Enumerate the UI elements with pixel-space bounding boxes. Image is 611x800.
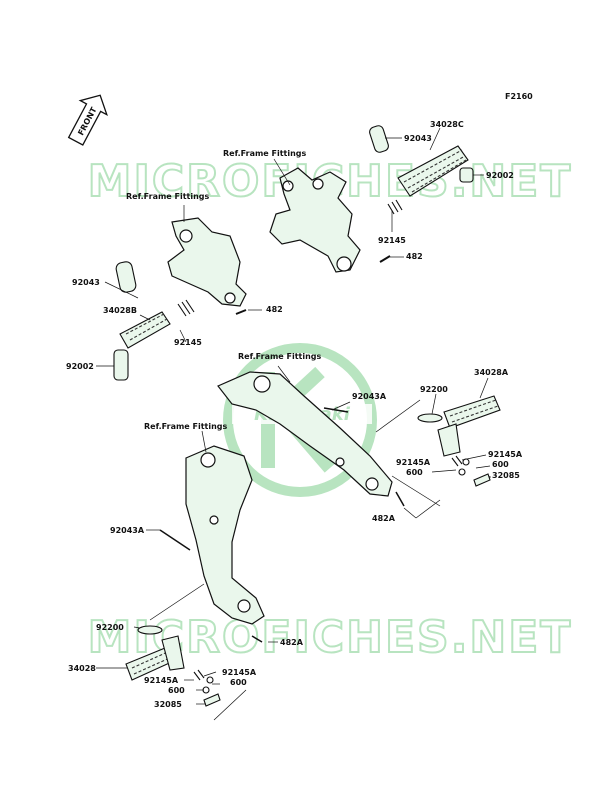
part-label: 600 (406, 468, 423, 477)
part-label: 32085 (154, 700, 182, 709)
peg-rubber-top-right (369, 125, 474, 263)
part-label: 92145 (378, 236, 406, 245)
bracket-bottom-left (185, 445, 265, 625)
part-label: 482A (372, 514, 396, 523)
leader-lines-bottom-left (96, 430, 278, 721)
ref-label-frame-left-bottom: Ref.Frame Fittings (144, 422, 228, 431)
ref-label-frame-left-top: Ref.Frame Fittings (126, 192, 210, 201)
part-label: 34028A (474, 368, 509, 377)
part-label: 482 (266, 305, 283, 314)
part-label: 92043 (404, 134, 432, 143)
part-label: 92200 (96, 623, 124, 632)
part-label: 482A (280, 638, 304, 647)
part-label: 34028 (68, 664, 96, 673)
part-label: 92200 (420, 385, 448, 394)
part-label: 34028C (430, 120, 464, 129)
part-label: 92043A (352, 392, 387, 401)
part-label: 92043 (72, 278, 100, 287)
part-label: 92145A (488, 450, 523, 459)
part-label: 32085 (492, 471, 520, 480)
part-label: 92043A (110, 526, 145, 535)
leader-lines-top-left (96, 205, 262, 367)
part-number-labels: 92043 34028C 92002 92145 482 92043 34028… (66, 120, 523, 709)
front-arrow-icon: FRONT (67, 94, 108, 146)
ref-label-frame-right-bottom: Ref.Frame Fittings (238, 352, 322, 361)
figure-code: F2160 (505, 92, 533, 101)
part-label: 92145A (396, 458, 431, 467)
part-label: 92145A (144, 676, 179, 685)
part-label: 600 (230, 678, 247, 687)
ref-label-frame-right-top: Ref.Frame Fittings (223, 149, 307, 158)
peg-rubber-bottom-right (323, 395, 501, 507)
part-label: 482 (406, 252, 423, 261)
peg-rubber-top-left (113, 261, 247, 381)
part-label: 600 (492, 460, 509, 469)
part-label: 92145 (174, 338, 202, 347)
ref-labels: Ref.Frame Fittings Ref.Frame Fittings Re… (126, 149, 322, 431)
bracket-bottom-right (217, 371, 393, 497)
bracket-top-left (167, 217, 247, 307)
part-label: 92145A (222, 668, 257, 677)
part-label: 34028B (103, 306, 137, 315)
part-label: 92002 (486, 171, 514, 180)
part-label: 600 (168, 686, 185, 695)
leader-lines-top-right (273, 127, 484, 258)
leader-lines-bottom-right (277, 365, 491, 519)
part-label: 92002 (66, 362, 94, 371)
bracket-top-right (269, 167, 361, 273)
